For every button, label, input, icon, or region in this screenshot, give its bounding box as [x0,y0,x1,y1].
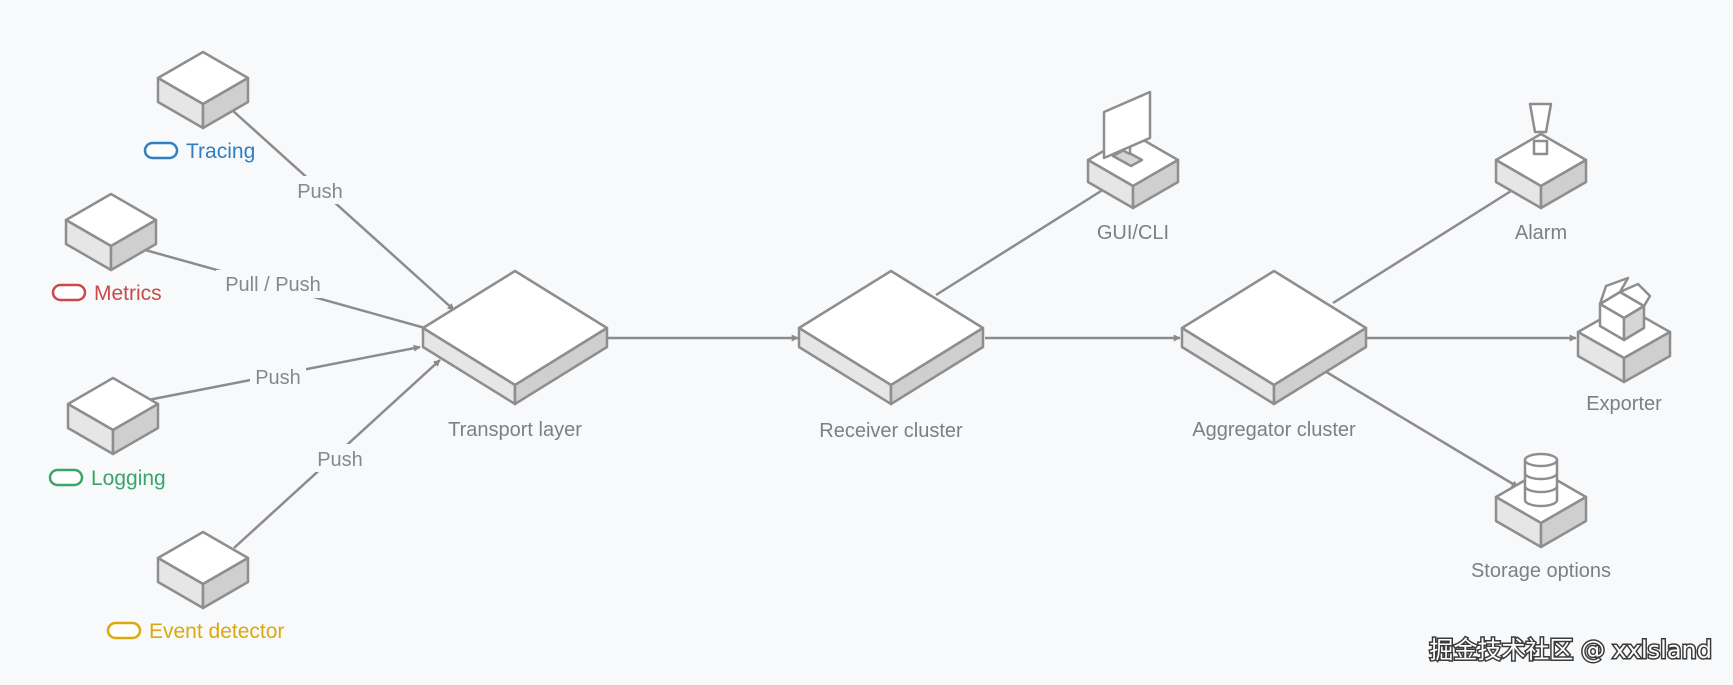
gui-cli-node [1086,90,1180,210]
gui-cli-label: GUI/CLI [1097,222,1169,244]
edge-tracing-transport [231,109,455,311]
edge-aggregator-alarm [1332,184,1520,305]
exporter-node [1576,276,1672,384]
metrics-pill-icon [51,283,87,302]
edge-label-tracing: Push [297,181,343,203]
event-detector-pill-icon [106,621,142,640]
tracing-label: Tracing [143,140,255,163]
tracing-pill-icon [143,141,179,160]
transport-layer-node [421,269,609,406]
edge-label-event: Push [317,449,363,471]
alarm-label: Alarm [1515,222,1567,244]
edge-receiver-gui [935,184,1110,297]
storage-options-label: Storage options [1471,560,1611,582]
tracing-node [156,50,250,130]
logging-pill-icon [48,468,84,487]
watermark: 掘金技术社区 @ xxlsland [1429,636,1712,664]
exporter-label: Exporter [1586,393,1662,415]
event-detector-node [156,530,250,610]
receiver-cluster-node [797,269,985,406]
edges [137,109,1577,549]
svg-text:Logging: Logging [91,467,166,490]
edge-aggregator-storage [1322,368,1519,489]
event-detector-label: Event detector [106,620,284,643]
logging-label: Logging [48,467,166,490]
alarm-node [1494,102,1588,210]
storage-options-node [1494,452,1588,549]
edge-label-logging: Push [255,367,301,389]
transport-layer-label: Transport layer [448,419,582,441]
open-box-icon [1598,276,1652,342]
svg-text:Event detector: Event detector [149,620,284,643]
edge-labels: Push Pull / Push Push Push [216,176,368,472]
receiver-cluster-label: Receiver cluster [819,420,963,442]
monitor-icon [1102,90,1152,168]
exclamation-icon [1528,102,1553,156]
svg-text:Metrics: Metrics [94,282,162,305]
svg-text:Tracing: Tracing [186,140,255,163]
logging-node [66,376,160,456]
database-icon [1523,452,1559,508]
edge-label-metrics: Pull / Push [225,274,321,296]
metrics-label: Metrics [51,282,162,305]
metrics-node [64,192,158,272]
aggregator-cluster-label: Aggregator cluster [1192,419,1356,441]
aggregator-cluster-node [1180,269,1368,406]
